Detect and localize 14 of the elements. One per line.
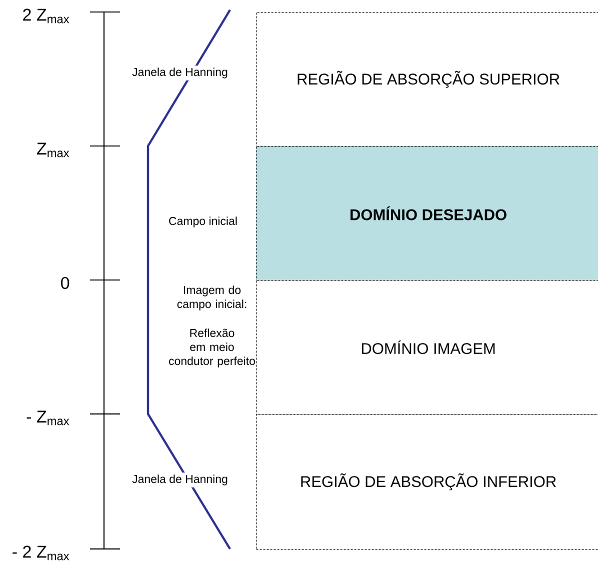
region-box: REGIÃO DE ABSORÇÃO INFERIOR: [256, 414, 598, 550]
curve-label: Janela de Hanning: [130, 472, 230, 488]
note-label: Campo inicial: [169, 216, 237, 228]
tick-label: - Z$_{max}$: [26, 410, 70, 426]
node-label: DOMÍNIO IMAGEM: [362, 340, 495, 354]
tick-label: 0: [61, 276, 70, 290]
tick-label: - 2 Z$_{max}$: [12, 546, 70, 560]
tick-label: 2 Z$_{max}$: [23, 8, 70, 24]
curve-label: Janela de Hanning: [130, 66, 230, 80]
region-box: REGIÃO DE ABSORÇÃO SUPERIOR: [256, 12, 598, 147]
region-box: DOMÍNIO DESEJADO: [256, 146, 598, 281]
region-box: DOMÍNIO IMAGEM: [256, 280, 598, 415]
note-label: Imagem do campo inicial:: [177, 286, 246, 310]
tick-label: Z$_{max}$: [36, 142, 70, 158]
